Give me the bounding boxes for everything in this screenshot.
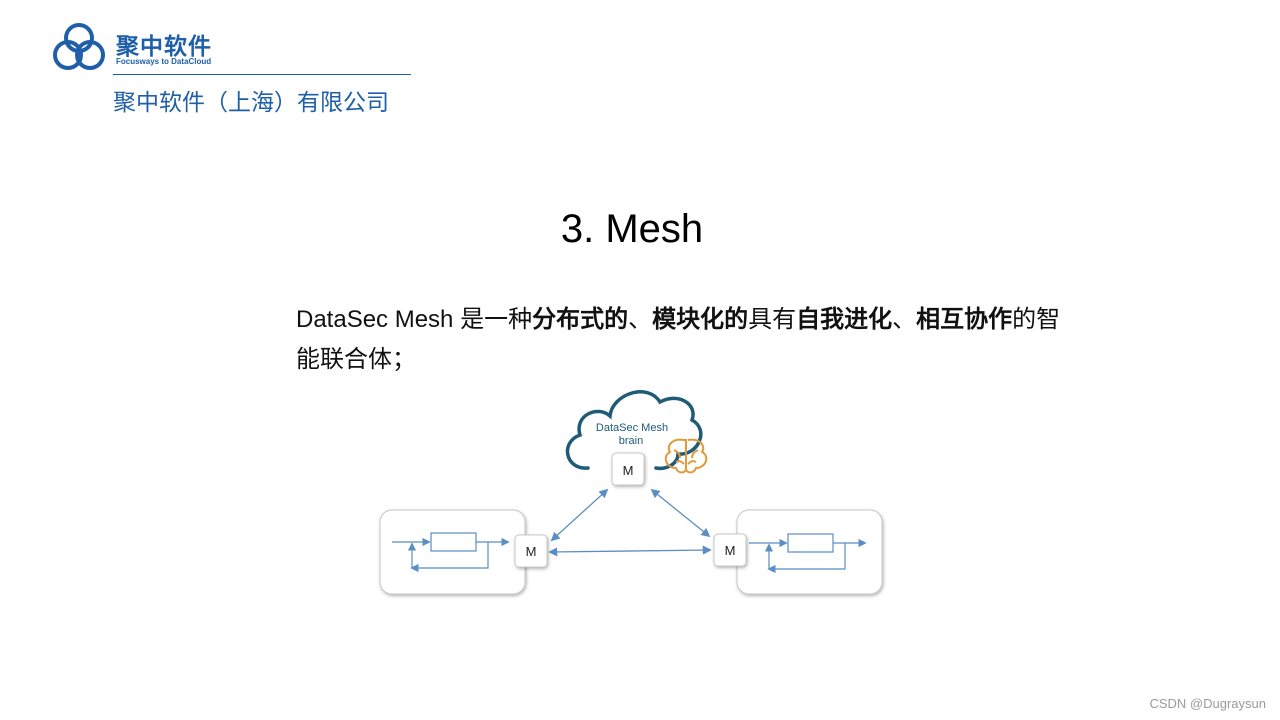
company-name: 聚中软件（上海）有限公司 — [113, 89, 389, 115]
link-left-top — [550, 488, 609, 542]
mesh-diagram: DataSec Mesh brain M — [360, 380, 900, 610]
node-label: M — [725, 543, 736, 558]
brand-name: 聚中软件 — [116, 33, 212, 59]
slide-title: 3. Mesh — [560, 207, 704, 251]
node-label: M — [623, 463, 634, 478]
body-text-run: 具有 — [748, 306, 797, 333]
mesh-node-left: M — [514, 534, 548, 568]
node-label: M — [526, 544, 537, 559]
cloud-label-line1: DataSec Mesh — [596, 422, 668, 434]
body-emphasis: 自我进化 — [796, 306, 893, 333]
body-text-run: 、 — [892, 306, 917, 333]
body-emphasis: 模块化的 — [652, 306, 749, 333]
body-emphasis: 相互协作 — [916, 306, 1013, 333]
link-left-right — [548, 545, 712, 557]
body-text-run: DataSec Mesh 是一种 — [296, 306, 533, 333]
header-divider — [113, 74, 411, 75]
right-module — [736, 509, 883, 595]
company-logo — [53, 22, 105, 72]
body-emphasis: 分布式的 — [532, 306, 629, 333]
left-module — [379, 509, 526, 595]
cloud-label-line2: brain — [619, 435, 643, 447]
link-top-right — [650, 488, 711, 538]
brand-tagline: Focusways to DataCloud — [116, 57, 212, 66]
body-text-run: 的智能联合体； — [296, 306, 1061, 373]
mesh-node-right: M — [713, 533, 747, 567]
mesh-node-top: M — [611, 452, 645, 486]
brain-icon — [664, 438, 708, 474]
watermark: CSDN @Dugraysun — [1149, 696, 1266, 711]
body-text-run: 、 — [628, 306, 653, 333]
body-paragraph: DataSec Mesh 是一种分布式的、模块化的具有自我进化、相互协作的智能联… — [296, 300, 1076, 380]
